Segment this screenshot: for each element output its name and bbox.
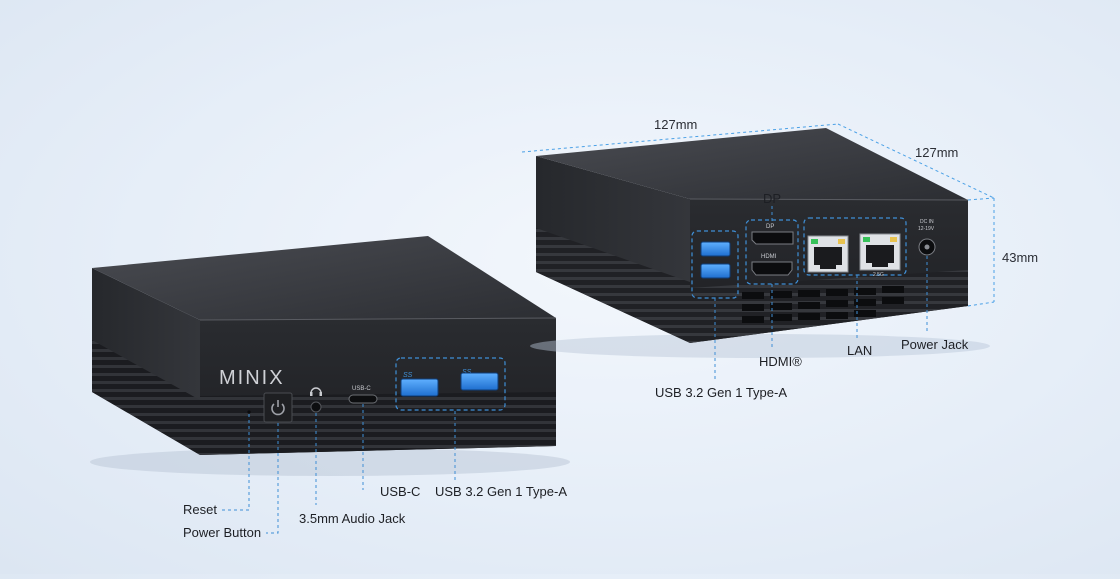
- usb-c-callout: USB-C: [380, 484, 421, 499]
- ss-usb-icon: SS: [403, 372, 413, 379]
- depth-dimension: 127mm: [915, 145, 959, 160]
- dp-port-label: DP: [766, 224, 774, 230]
- front-device: [90, 236, 570, 476]
- hdmi-callout: HDMI®: [759, 354, 802, 369]
- power-jack-callout: Power Jack: [901, 337, 969, 352]
- lan-port-1: [807, 235, 849, 273]
- dc-in-label: DC IN: [920, 219, 934, 225]
- usb-c-port: [348, 394, 378, 404]
- dp-callout: DP: [763, 191, 782, 206]
- front-usb-a-port-1: [400, 378, 439, 397]
- usb-c-port-label: USB-C: [352, 386, 371, 392]
- front-callout-lines: [220, 404, 456, 534]
- power-icon: [271, 400, 285, 416]
- power-button: [263, 392, 293, 423]
- lan-callout: LAN: [847, 343, 873, 358]
- width-dimension: 127mm: [654, 117, 698, 132]
- rear-usb-a-port-1: [700, 241, 731, 257]
- headphone-icon: [310, 387, 322, 396]
- front-usb-a-port-2: [460, 372, 499, 391]
- reset-pinhole: [247, 410, 251, 414]
- brand-logo: MINIX: [219, 367, 285, 389]
- height-dimension: 43mm: [1002, 250, 1039, 265]
- hdmi-port-label: HDMI: [761, 254, 777, 260]
- rear-callout-lines: [714, 206, 928, 380]
- front-usb-a-callout: USB 3.2 Gen 1 Type-A: [435, 484, 567, 499]
- lan-ports-highlight: [803, 217, 907, 276]
- dc-range-label: 12-19V: [918, 226, 935, 232]
- audio-jack: [310, 401, 322, 413]
- power-button-callout: Power Button: [183, 525, 262, 540]
- dp-port: [751, 231, 794, 245]
- rear-usb-a-callout: USB 3.2 Gen 1 Type-A: [655, 385, 787, 400]
- reset-callout: Reset: [183, 502, 217, 517]
- dimension-lines: [521, 123, 995, 307]
- audio-jack-callout: 3.5mm Audio Jack: [299, 511, 406, 526]
- front-usb-highlight: [395, 357, 506, 411]
- lan-port-2: [859, 233, 901, 271]
- hdmi-port: [751, 261, 793, 276]
- lan-speed-label: 2.5G: [873, 272, 884, 278]
- rear-usb-a-port-2: [700, 263, 731, 279]
